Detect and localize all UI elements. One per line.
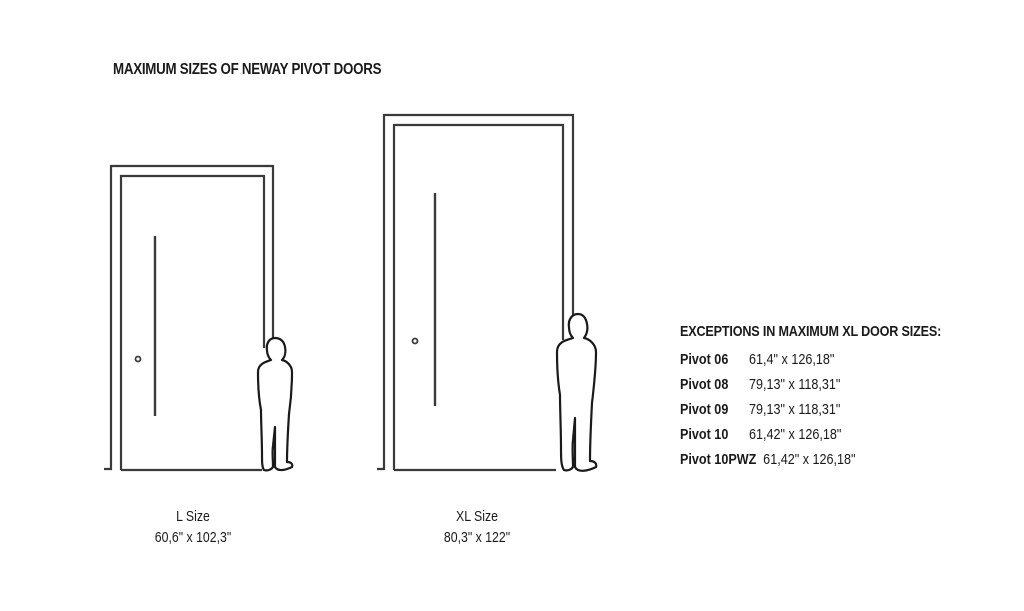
exception-model: Pivot 10PWZ — [680, 451, 757, 468]
exception-dimensions: 61,4" x 126,18" — [749, 351, 835, 368]
person-silhouette-icon — [256, 336, 294, 472]
door-frame-icon — [104, 164, 275, 471]
l-size-caption: L Size 60,6" x 102,3" — [144, 506, 242, 548]
xl-size-caption: XL Size 80,3" x 122" — [428, 506, 526, 548]
exception-dimensions: 61,42" x 126,18" — [749, 426, 842, 443]
exception-dimensions: 79,13" x 118,31" — [749, 401, 841, 418]
door-leaf-outline — [392, 123, 565, 470]
exception-dimensions: 61,42" x 126,18" — [763, 451, 856, 468]
exception-row: Pivot 10 61,42" x 126,18" — [680, 422, 941, 447]
xl-size-door — [377, 113, 575, 472]
door-size-name: XL Size — [456, 508, 498, 525]
door-frame-icon — [377, 113, 575, 471]
exception-row: Pivot 08 79,13" x 118,31" — [680, 372, 941, 397]
exception-model: Pivot 06 — [680, 351, 729, 368]
door-size-name: L Size — [176, 508, 210, 525]
door-lock-icon — [411, 337, 419, 345]
exception-row: Pivot 09 79,13" x 118,31" — [680, 397, 941, 422]
exceptions-panel: EXCEPTIONS IN MAXIMUM XL DOOR SIZES: Piv… — [680, 323, 941, 472]
door-leaf-outline — [119, 174, 266, 470]
door-size-dimensions: 80,3" x 122" — [443, 529, 511, 546]
door-lock-icon — [134, 355, 142, 363]
page-title: MAXIMUM SIZES OF NEWAY PIVOT DOORS — [113, 61, 382, 78]
person-silhouette-icon — [555, 312, 598, 472]
l-size-door — [104, 164, 275, 472]
exception-model: Pivot 09 — [680, 401, 729, 418]
exception-model: Pivot 08 — [680, 376, 729, 393]
exceptions-heading: EXCEPTIONS IN MAXIMUM XL DOOR SIZES: — [680, 323, 942, 340]
exception-model: Pivot 10 — [680, 426, 729, 443]
door-size-dimensions: 60,6" x 102,3" — [154, 529, 232, 546]
exception-row: Pivot 10PWZ 61,42" x 126,18" — [680, 447, 941, 472]
exception-dimensions: 79,13" x 118,31" — [749, 376, 841, 393]
exception-row: Pivot 06 61,4" x 126,18" — [680, 347, 941, 372]
